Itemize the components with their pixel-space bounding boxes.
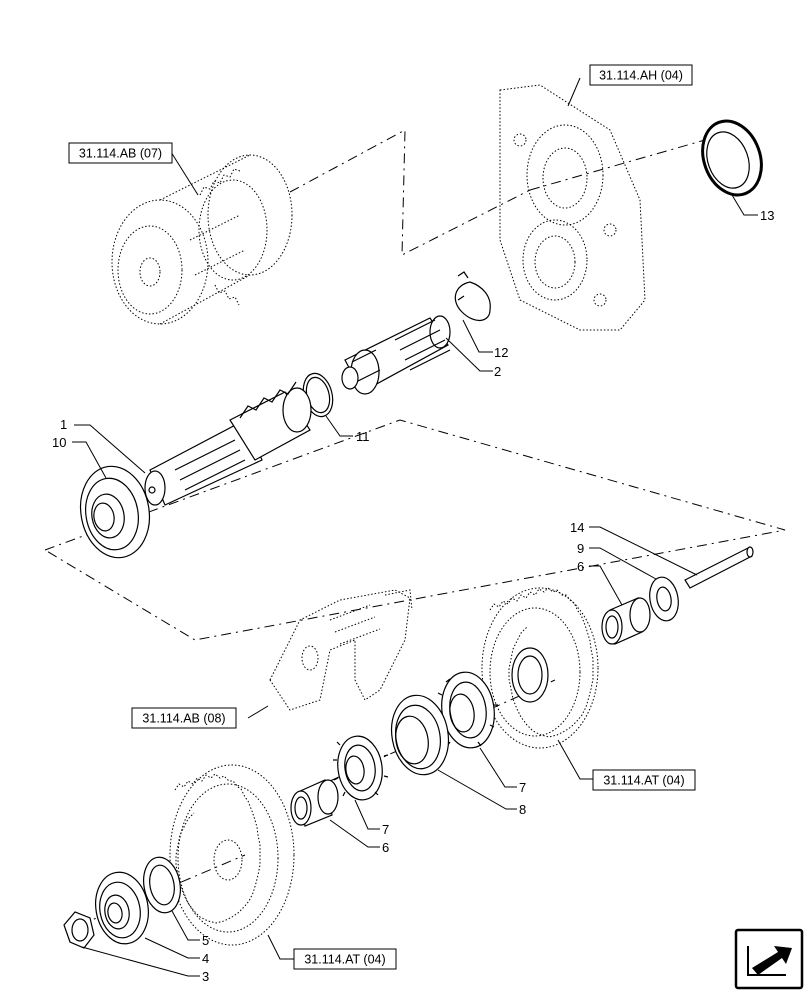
leader-lines <box>72 77 758 977</box>
svg-text:31.114.AH (04): 31.114.AH (04) <box>599 69 683 83</box>
callout-9: 9 <box>577 541 584 556</box>
bushing-6-upper <box>601 597 651 645</box>
callout-8: 8 <box>519 802 526 817</box>
washer-9 <box>649 576 679 622</box>
snap-ring-12 <box>454 271 491 321</box>
callout-6-lower: 6 <box>382 840 389 855</box>
svg-text:31.114.AT (04): 31.114.AT (04) <box>304 953 385 967</box>
reference-gear-ab07 <box>111 154 293 325</box>
callout-1: 1 <box>60 417 67 432</box>
callout-5: 5 <box>202 933 209 948</box>
callout-13: 13 <box>760 208 774 223</box>
next-page-arrow-icon[interactable] <box>734 928 804 990</box>
reference-label-ab07[interactable]: 31.114.AB (07) <box>68 142 173 164</box>
small-gear-7-lower <box>333 735 389 801</box>
housing-ah04 <box>499 84 646 331</box>
nut-3 <box>63 911 95 949</box>
reference-label-ab08[interactable]: 31.114.AB (08) <box>131 707 237 729</box>
bearing-10 <box>79 465 151 559</box>
washer-5 <box>143 856 181 914</box>
bushing-6-lower <box>290 779 339 827</box>
callout-6-upper: 6 <box>577 559 584 574</box>
center-lines <box>44 129 786 926</box>
callout-4: 4 <box>202 951 209 966</box>
large-gear-lower-at04 <box>169 764 295 946</box>
input-shaft-1 <box>144 381 312 506</box>
callout-11: 11 <box>356 429 370 444</box>
bearing-4 <box>95 871 149 945</box>
callout-7-lower: 7 <box>382 822 389 837</box>
callout-2: 2 <box>494 364 501 379</box>
callout-10: 10 <box>52 435 66 450</box>
reference-label-ah04[interactable]: 31.114.AH (04) <box>589 64 693 86</box>
callout-14: 14 <box>570 520 584 535</box>
svg-text:31.114.AB (07): 31.114.AB (07) <box>79 147 162 161</box>
pin-14 <box>684 546 754 589</box>
callout-12: 12 <box>494 345 508 360</box>
svg-text:31.114.AT (04): 31.114.AT (04) <box>603 774 684 788</box>
callout-3: 3 <box>202 969 209 984</box>
shift-fork-ab08 <box>269 589 413 711</box>
large-gear-upper-at04 <box>481 587 599 749</box>
reference-label-at04-lower[interactable]: 31.114.AT (04) <box>293 948 397 970</box>
callout-numbers: 1 10 12 2 11 13 14 9 6 7 8 7 6 5 4 3 <box>52 208 774 984</box>
callout-7-upper: 7 <box>519 780 526 795</box>
reference-label-at04-upper[interactable]: 31.114.AT (04) <box>592 769 696 791</box>
coupling-sleeve-8 <box>390 694 450 776</box>
svg-text:31.114.AB (08): 31.114.AB (08) <box>142 712 225 726</box>
splined-shaft-2 <box>341 315 451 395</box>
oil-seal-13 <box>701 119 763 197</box>
